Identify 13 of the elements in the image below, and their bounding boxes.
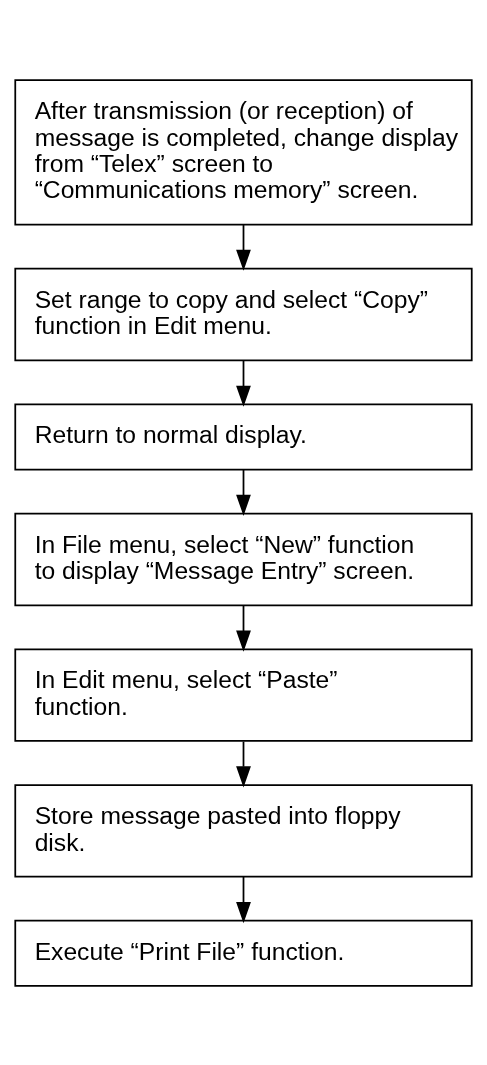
node-box: In Edit menu, select “Paste” function.: [14, 647, 473, 742]
arrow: [236, 740, 251, 787]
node-box: Store message pasted into floppy disk.: [14, 783, 473, 878]
arrow: [236, 359, 251, 407]
arrow: [236, 468, 251, 516]
node-box: Execute “Print File” function.: [14, 919, 473, 987]
node-box: Set range to copy and select “Copy” function in Edit menu.: [14, 267, 473, 361]
node-box: Return to normal display.: [14, 402, 473, 470]
arrow: [236, 604, 251, 652]
arrow: [236, 223, 251, 271]
arrow: [236, 875, 251, 923]
node-box: In File menu, select “New” function to display “Message Entry” screen.: [14, 512, 473, 606]
node-box: After transmission (or reception) of message is completed, change display from “Telex” screen to “Communications memory” screen.: [14, 78, 473, 225]
